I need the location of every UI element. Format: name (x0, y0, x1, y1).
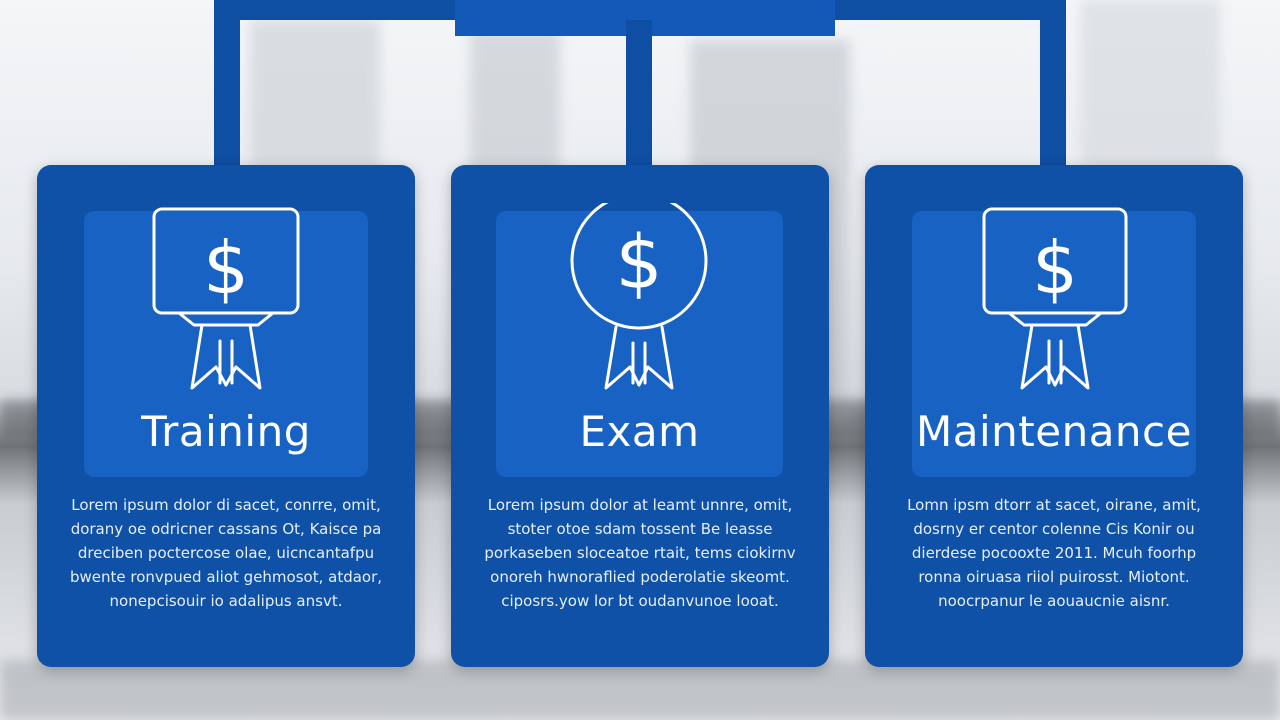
connector-right (1040, 0, 1066, 170)
dollar-certificate-ribbon-icon: $ (982, 207, 1128, 390)
connector-left (214, 0, 240, 170)
svg-text:$: $ (203, 226, 249, 310)
card-description: Lorem ipsum dolor di sacet, conrre, omit… (69, 496, 383, 610)
card-exam: $ Exam Lorem ipsum dolor at leamt unnre,… (451, 165, 829, 667)
card-header-panel: $ Exam (496, 203, 783, 477)
card-maintenance: $ Maintenance Lomn ipsm dtorr at sacet, … (865, 165, 1243, 667)
background-floor (0, 660, 1280, 720)
card-header-panel: $ Training (84, 207, 368, 477)
card-description: Lorem ipsum dolor at leamt unnre, omit, … (484, 496, 796, 610)
card-training: $ Training Lorem ipsum dolor di sacet, c… (37, 165, 415, 667)
card-title: Training (141, 407, 311, 456)
dollar-medal-ribbon-icon: $ (570, 203, 708, 390)
svg-text:$: $ (615, 220, 662, 306)
card-title: Exam (579, 407, 700, 456)
dollar-certificate-ribbon-icon: $ (152, 207, 300, 390)
card-header-panel: $ Maintenance (912, 207, 1196, 477)
svg-text:$: $ (1032, 226, 1078, 310)
card-description: Lomn ipsm dtorr at sacet, oirane, amit, … (907, 496, 1201, 610)
card-title: Maintenance (916, 407, 1192, 456)
connector-middle (626, 20, 652, 170)
